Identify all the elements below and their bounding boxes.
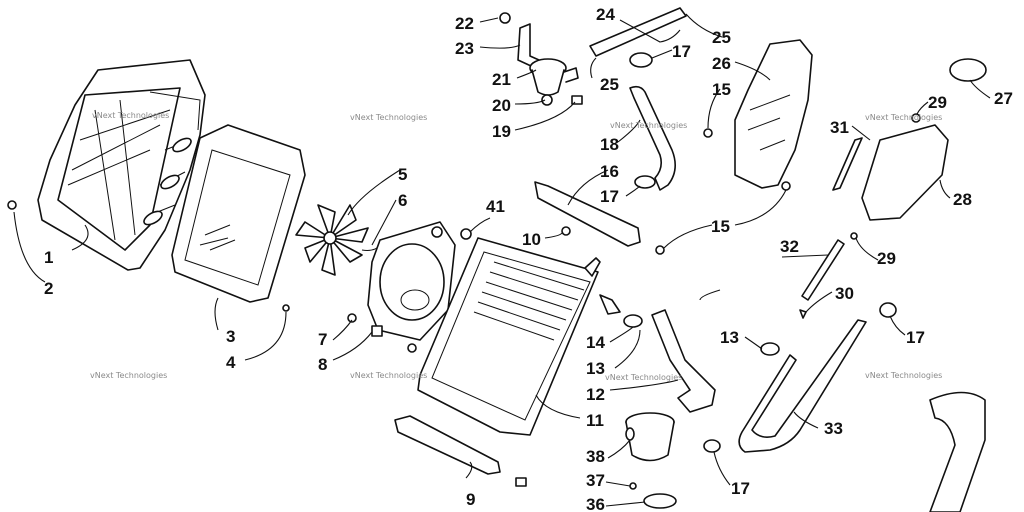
cooling-fan-part-5 (295, 204, 369, 276)
screw-part-2 (7, 200, 17, 210)
bolt-part-15a (703, 128, 713, 138)
pressure-cap-part-21 (529, 58, 579, 96)
callout-26: 26 (712, 54, 731, 73)
callout-12: 12 (586, 385, 605, 404)
bolt-part-9b (515, 477, 527, 487)
callout-8: 8 (318, 355, 327, 374)
callout-1: 1 (44, 248, 53, 267)
coolant-reservoir-part-28 (861, 124, 949, 221)
callout-17a: 17 (672, 42, 691, 61)
hose-part-12 (651, 309, 716, 413)
callout-22: 22 (455, 14, 474, 33)
callout-30: 30 (835, 284, 854, 303)
callout-4: 4 (226, 353, 236, 372)
clamp-part-30 (799, 309, 807, 319)
reservoir-bracket-part-26 (734, 39, 813, 189)
watermark: vNext Technologies (350, 371, 427, 380)
callout-19: 19 (492, 122, 511, 141)
clamp-part-17b (634, 175, 656, 189)
bolt-part-41 (460, 228, 472, 240)
callout-14: 14 (586, 333, 605, 352)
watermark: vNext Technologies (92, 111, 169, 120)
hose-partial-bottom-right (929, 391, 986, 512)
bolt-part-10 (561, 226, 571, 236)
watermark: vNext Technologies (350, 113, 427, 122)
watermark: vNext Technologies (90, 371, 167, 380)
clamp-part-13a (623, 314, 643, 328)
callout-15a: 15 (712, 80, 731, 99)
callout-5: 5 (398, 165, 407, 184)
callout-25a: 25 (712, 28, 731, 47)
clamp-part-36 (643, 493, 677, 509)
bolt-part-15b (781, 181, 791, 191)
clamp-part-17c (879, 302, 897, 318)
radiator-part-11 (417, 237, 601, 436)
filler-neck-part-38 (625, 412, 675, 462)
callout-27: 27 (994, 89, 1013, 108)
callout-33: 33 (824, 419, 843, 438)
clamp-part-29a (911, 113, 921, 123)
callout-7: 7 (318, 330, 327, 349)
watermark: vNext Technologies (865, 371, 942, 380)
callout-20: 20 (492, 96, 511, 115)
callout-17d: 17 (731, 479, 750, 498)
callout-29a: 29 (928, 93, 947, 112)
clamp-part-17a (629, 52, 653, 68)
fitting-part-20 (541, 94, 553, 106)
callout-10: 10 (522, 230, 541, 249)
callout-31: 31 (830, 118, 849, 137)
callout-37: 37 (586, 471, 605, 490)
callout-17c: 17 (906, 328, 925, 347)
overflow-hose-part-32 (801, 239, 845, 301)
callout-15b: 15 (711, 217, 730, 236)
callout-11: 11 (586, 411, 604, 430)
callout-21: 21 (492, 70, 511, 89)
upper-hose-part-18 (629, 85, 676, 191)
radiator-screen-part-3 (171, 124, 306, 303)
callout-17b: 17 (600, 187, 619, 206)
screw-part-4 (282, 304, 290, 312)
tube-part-24 (589, 7, 687, 57)
clamp-part-29b (850, 232, 858, 240)
callout-6: 6 (398, 191, 407, 210)
bolt-part-8 (371, 325, 383, 337)
callout-13b: 13 (720, 328, 739, 347)
radiator-shroud-part-1 (37, 59, 206, 271)
fan-shroud-part-7 (347, 221, 456, 353)
watermark: vNext Technologies (605, 373, 682, 382)
callout-41: 41 (486, 197, 505, 216)
callout-38: 38 (586, 447, 605, 466)
screw-part-37 (629, 482, 637, 490)
bolt-part-19 (571, 95, 583, 105)
callout-32: 32 (780, 237, 799, 256)
callout-3: 3 (226, 327, 235, 346)
lower-bracket-part-9 (394, 415, 501, 475)
callout-29b: 29 (877, 249, 896, 268)
callout-36: 36 (586, 495, 605, 512)
reservoir-cap-part-27 (949, 58, 987, 82)
watermark: vNext Technologies (610, 121, 687, 130)
bolt-part-15c (655, 245, 665, 255)
callout-25b: 25 (600, 75, 619, 94)
lower-hose-part-33 (738, 319, 867, 453)
cap-part-22 (499, 12, 511, 24)
callout-24: 24 (596, 5, 615, 24)
clamp-part-13b (760, 342, 780, 356)
callout-23: 23 (455, 39, 474, 58)
vent-hose-part-31 (832, 137, 863, 191)
callout-2: 2 (44, 279, 53, 298)
callout-18: 18 (600, 135, 619, 154)
watermark: vNext Technologies (865, 113, 942, 122)
callout-16: 16 (600, 162, 619, 181)
callout-28: 28 (953, 190, 972, 209)
fitting-part-14 (599, 294, 621, 315)
callout-13a: 13 (586, 359, 605, 378)
mount-bracket-part-16 (534, 181, 641, 247)
clamp-part-17d (703, 439, 721, 453)
callout-9: 9 (466, 490, 475, 509)
